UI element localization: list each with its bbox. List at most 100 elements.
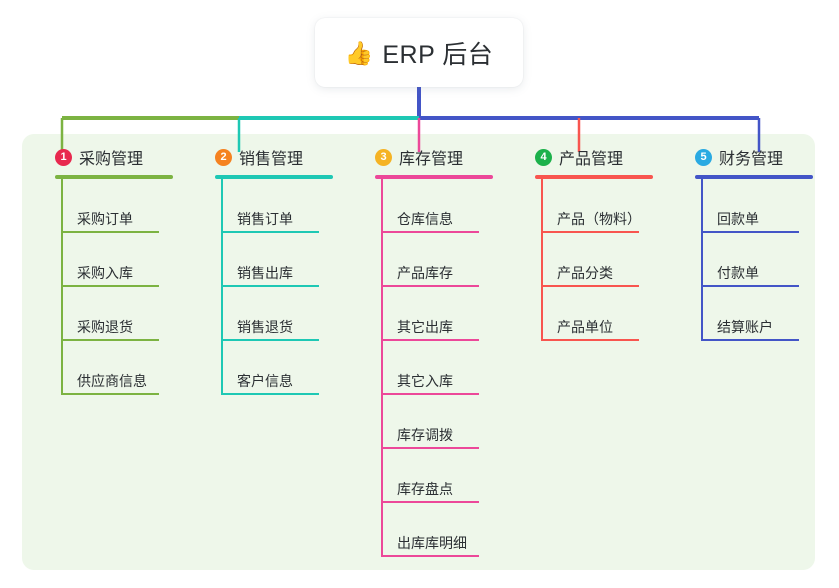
branch-header-5[interactable]: 5 财务管理 bbox=[678, 145, 828, 169]
root-node-title: ERP 后台 bbox=[382, 40, 494, 69]
branch-item-label: 客户信息 bbox=[237, 373, 293, 389]
branch-item-label: 产品分类 bbox=[557, 265, 613, 281]
branch-item-underline bbox=[381, 555, 479, 557]
branch-item-underline bbox=[701, 231, 799, 233]
branch-item-label: 采购入库 bbox=[77, 265, 133, 281]
branch-item-label: 回款单 bbox=[717, 211, 759, 227]
branch-header-3[interactable]: 3 库存管理 bbox=[358, 145, 508, 169]
branch-item-underline bbox=[221, 393, 319, 395]
branch-item-list: 产品（物料） 产品分类产品单位 bbox=[541, 179, 668, 341]
branch-item-underline bbox=[381, 393, 479, 395]
branch-item[interactable]: 产品（物料） bbox=[541, 179, 668, 233]
branch-item[interactable]: 其它出库 bbox=[381, 287, 508, 341]
branch-item[interactable]: 客户信息 bbox=[221, 341, 348, 395]
branch-item-underline bbox=[221, 231, 319, 233]
branch-badge-icon: 4 bbox=[535, 148, 552, 166]
branch-item[interactable]: 库存调拨 bbox=[381, 395, 508, 449]
branch-badge-icon: 3 bbox=[375, 148, 392, 166]
branch-item-underline bbox=[381, 285, 479, 287]
branch-underline bbox=[695, 175, 813, 179]
branch-item-label: 供应商信息 bbox=[77, 373, 147, 389]
branch-item-label: 销售出库 bbox=[237, 265, 293, 281]
branch-item[interactable]: 结算账户 bbox=[701, 287, 828, 341]
branch-item-label: 采购订单 bbox=[77, 211, 133, 227]
branch-item[interactable]: 销售出库 bbox=[221, 233, 348, 287]
branch-item[interactable]: 出库库明细 bbox=[381, 503, 508, 557]
branch-title: 产品管理 bbox=[559, 151, 624, 168]
branch-item[interactable]: 付款单 bbox=[701, 233, 828, 287]
branch-item[interactable]: 产品单位 bbox=[541, 287, 668, 341]
branch-item-label: 产品库存 bbox=[397, 265, 453, 281]
branch-item-underline bbox=[381, 447, 479, 449]
branch-column-5: 5 财务管理回款单付款单结算账户 bbox=[678, 145, 828, 341]
branch-item-underline bbox=[221, 339, 319, 341]
branch-badge-icon: 5 bbox=[695, 148, 712, 166]
branch-title: 库存管理 bbox=[399, 151, 464, 168]
branch-item-label: 付款单 bbox=[717, 265, 759, 281]
branch-item[interactable]: 销售订单 bbox=[221, 179, 348, 233]
branch-item-list: 回款单付款单结算账户 bbox=[701, 179, 828, 341]
branch-item-underline bbox=[381, 339, 479, 341]
branch-item-label: 库存调拨 bbox=[397, 427, 453, 443]
branch-item-underline bbox=[541, 285, 639, 287]
branch-spine bbox=[61, 179, 63, 395]
branch-underline bbox=[375, 175, 493, 179]
branch-item[interactable]: 产品库存 bbox=[381, 233, 508, 287]
branch-item-list: 采购订单采购入库采购退货供应商信息 bbox=[61, 179, 188, 395]
branch-item-underline bbox=[701, 339, 799, 341]
branch-item-label: 销售订单 bbox=[237, 211, 293, 227]
root-node-card[interactable]: 👍 ERP 后台 bbox=[315, 18, 523, 87]
branch-item-underline bbox=[221, 285, 319, 287]
branch-item-underline bbox=[541, 339, 639, 341]
branch-item[interactable]: 采购入库 bbox=[61, 233, 188, 287]
branch-item-label: 其它出库 bbox=[397, 319, 453, 335]
branch-item-list: 仓库信息产品库存其它出库其它入库库存调拨库存盘点出库库明细 bbox=[381, 179, 508, 557]
branch-spine bbox=[381, 179, 383, 557]
branch-item-label: 出库库明细 bbox=[397, 535, 467, 551]
branch-item-underline bbox=[61, 285, 159, 287]
branch-item[interactable]: 仓库信息 bbox=[381, 179, 508, 233]
branch-item[interactable]: 回款单 bbox=[701, 179, 828, 233]
branch-item-underline bbox=[381, 501, 479, 503]
branch-item[interactable]: 供应商信息 bbox=[61, 341, 188, 395]
branch-item-underline bbox=[541, 231, 639, 233]
branch-underline bbox=[55, 175, 173, 179]
branch-title: 财务管理 bbox=[719, 151, 784, 168]
branch-header-4[interactable]: 4 产品管理 bbox=[518, 145, 668, 169]
branch-badge-icon: 2 bbox=[215, 148, 232, 166]
branch-item-label: 产品单位 bbox=[557, 319, 613, 335]
branch-item-label: 库存盘点 bbox=[397, 481, 453, 497]
branch-item-list: 销售订单销售出库销售退货客户信息 bbox=[221, 179, 348, 395]
branch-item[interactable]: 采购订单 bbox=[61, 179, 188, 233]
branch-item[interactable]: 其它入库 bbox=[381, 341, 508, 395]
branch-item-underline bbox=[381, 231, 479, 233]
branch-spine bbox=[701, 179, 703, 341]
branches-panel bbox=[22, 134, 815, 570]
branch-item-label: 销售退货 bbox=[237, 319, 293, 335]
branch-spine bbox=[221, 179, 223, 395]
branch-item-underline bbox=[61, 393, 159, 395]
branch-underline bbox=[215, 175, 333, 179]
branch-item-label: 其它入库 bbox=[397, 373, 453, 389]
branch-item-label: 产品（物料） bbox=[557, 211, 641, 227]
branch-item-label: 仓库信息 bbox=[397, 211, 453, 227]
branch-badge-icon: 1 bbox=[55, 148, 72, 166]
branch-spine bbox=[541, 179, 543, 341]
branch-item-underline bbox=[701, 285, 799, 287]
branch-item[interactable]: 采购退货 bbox=[61, 287, 188, 341]
branch-column-3: 3 库存管理仓库信息产品库存其它出库其它入库库存调拨库存盘点出库库明细 bbox=[358, 145, 508, 557]
branch-item[interactable]: 库存盘点 bbox=[381, 449, 508, 503]
branch-item-label: 采购退货 bbox=[77, 319, 133, 335]
branch-item[interactable]: 销售退货 bbox=[221, 287, 348, 341]
branch-underline bbox=[535, 175, 653, 179]
branch-item-underline bbox=[61, 231, 159, 233]
branch-column-4: 4 产品管理产品（物料） 产品分类产品单位 bbox=[518, 145, 668, 341]
branch-item-underline bbox=[61, 339, 159, 341]
branch-item[interactable]: 产品分类 bbox=[541, 233, 668, 287]
